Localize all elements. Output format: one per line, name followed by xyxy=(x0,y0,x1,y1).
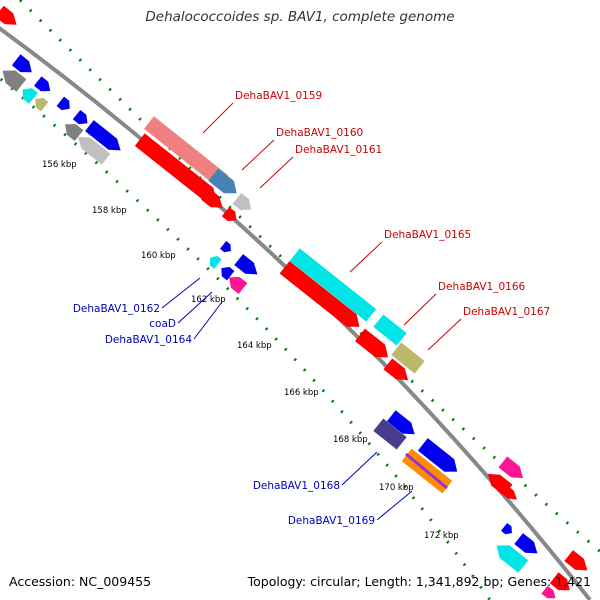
gene-feature-cyan-b[interactable] xyxy=(373,314,407,346)
gene-label-dehabav1-0168[interactable]: DehaBAV1_0168 xyxy=(253,480,340,492)
gene-feature-blue-i[interactable] xyxy=(417,438,458,472)
gene-label-dehabav1-0159[interactable]: DehaBAV1_0159 xyxy=(235,90,322,102)
gene-label-dehabav1-0162[interactable]: DehaBAV1_0162 xyxy=(73,303,160,315)
outer-tick-ring xyxy=(17,0,600,554)
gene-feature-dehabav1-0161[interactable] xyxy=(232,193,251,210)
inner-tick-ring xyxy=(0,76,492,600)
gene-label-dehabav1-0164[interactable]: DehaBAV1_0164 xyxy=(105,334,193,346)
gene-feature-dehabav1-0159[interactable] xyxy=(144,116,228,188)
gene-feature-gray-b[interactable] xyxy=(65,124,84,141)
gene-feature-dehabav1-0164[interactable] xyxy=(229,277,248,294)
leader-line-dehabav1-0169 xyxy=(376,490,413,521)
gene-feature-magenta-c[interactable] xyxy=(541,585,556,599)
leader-line-dehabav1-0160 xyxy=(241,139,275,171)
position-label-168-kbp: 168 kbp xyxy=(333,435,368,445)
leader-line-dehabav1-0164 xyxy=(193,301,223,340)
gene-feature-dehabav1-0168[interactable] xyxy=(373,418,407,450)
gene-label-dehabav1-0160[interactable]: DehaBAV1_0160 xyxy=(276,127,363,139)
gene-feature-blue-f[interactable] xyxy=(220,241,231,253)
gene-feature-silver-a[interactable] xyxy=(78,136,111,165)
gene-label-dehabav1-0167[interactable]: DehaBAV1_0167 xyxy=(463,306,550,318)
position-label-160-kbp: 160 kbp xyxy=(141,251,176,261)
position-label-166-kbp: 166 kbp xyxy=(284,388,319,398)
position-label-172-kbp: 172 kbp xyxy=(424,531,459,541)
gene-feature-blue-d[interactable] xyxy=(72,110,88,125)
leader-line-dehabav1-0162 xyxy=(161,277,201,309)
gene-feature-dehabav1-0166[interactable] xyxy=(391,342,425,374)
leader-line-dehabav1-0159 xyxy=(202,102,234,134)
position-label-162-kbp: 162 kbp xyxy=(191,295,226,305)
gene-feature-blue-a[interactable] xyxy=(11,54,32,73)
gene-feature-red-i[interactable] xyxy=(549,572,570,591)
gene-feature-gray-a[interactable] xyxy=(2,70,27,92)
gene-feature-olive-a[interactable] xyxy=(35,97,49,112)
gene-feature-blue-c[interactable] xyxy=(56,96,70,111)
genome-summary-label: Topology: circular; Length: 1,341,892 bp… xyxy=(247,574,591,589)
gene-feature-red-c[interactable] xyxy=(221,207,237,222)
gene-label-dehabav1-0165[interactable]: DehaBAV1_0165 xyxy=(384,229,471,241)
leader-line-dehabav1-0161 xyxy=(259,156,294,189)
leader-line-dehabav1-0168 xyxy=(341,451,378,486)
position-label-156-kbp: 156 kbp xyxy=(42,160,77,170)
gene-feature-red-topleft[interactable] xyxy=(0,5,17,25)
position-label-170-kbp: 170 kbp xyxy=(379,483,414,493)
gene-feature-coaD[interactable] xyxy=(221,266,235,281)
gene-feature-blue-k[interactable] xyxy=(514,533,538,554)
gene-feature-red-e[interactable] xyxy=(383,358,409,381)
gene-label-dehabav1-0166[interactable]: DehaBAV1_0166 xyxy=(438,281,526,293)
gene-feature-dehabav1-0167[interactable] xyxy=(355,328,388,358)
gene-feature-blue-g[interactable] xyxy=(234,254,258,275)
gene-feature-red-g[interactable] xyxy=(499,484,517,500)
leader-line-dehabav1-0165 xyxy=(349,241,383,273)
gene-feature-blue-j[interactable] xyxy=(501,523,512,535)
leader-line-coad xyxy=(177,291,213,324)
position-label-164-kbp: 164 kbp xyxy=(237,341,272,351)
leader-line-dehabav1-0167 xyxy=(427,318,462,351)
gene-feature-blue-e[interactable] xyxy=(85,120,121,151)
gene-label-dehabav1-0169[interactable]: DehaBAV1_0169 xyxy=(288,515,375,527)
gene-feature-magenta-b[interactable] xyxy=(498,456,524,479)
gene-feature-dehabav1-0159-tip[interactable] xyxy=(208,168,237,194)
gene-feature-red-d[interactable] xyxy=(279,261,360,327)
position-label-158-kbp: 158 kbp xyxy=(92,206,127,216)
gene-feature-dehabav1-0165[interactable] xyxy=(289,248,377,322)
gene-feature-red-b[interactable] xyxy=(134,133,217,201)
leader-line-dehabav1-0166 xyxy=(403,293,437,326)
accession-label: Accession: NC_009455 xyxy=(9,574,152,589)
gene-feature-blue-b[interactable] xyxy=(34,76,51,92)
map-title: Dehalococcoides sp. BAV1, complete genom… xyxy=(145,9,455,25)
gene-feature-red-h[interactable] xyxy=(564,550,588,571)
gene-feature-dehabav1-0162[interactable] xyxy=(209,256,222,269)
gene-feature-cyan-a[interactable] xyxy=(22,88,38,104)
gene-feature-dehabav1-0160[interactable] xyxy=(201,188,223,208)
gene-label-dehabav1-0161[interactable]: DehaBAV1_0161 xyxy=(295,144,382,156)
gene-feature-blue-h[interactable] xyxy=(387,410,415,435)
gene-label-coad[interactable]: coaD xyxy=(149,318,176,330)
gene-feature-cyan-c[interactable] xyxy=(496,545,529,573)
gene-feature-dehabav1-0169-stripe xyxy=(405,452,448,490)
